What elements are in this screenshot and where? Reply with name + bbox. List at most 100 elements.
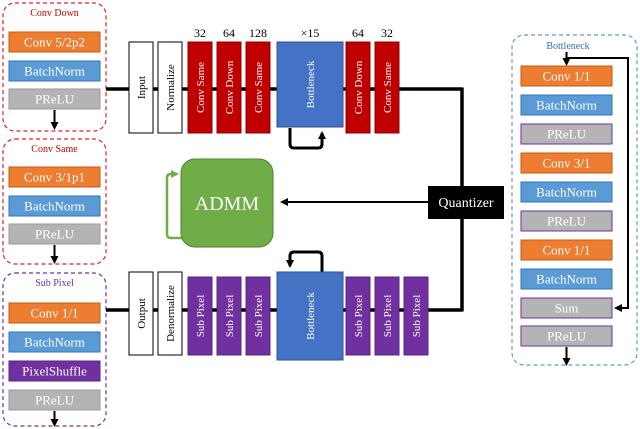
decoder-sub-pixel-6-label: Sub Pixel (411, 295, 423, 337)
legend-bottleneck-title: Bottleneck (546, 41, 589, 52)
legend-sub-pixel-batchnorm-label: BatchNorm (24, 335, 85, 350)
legend-bottleneck-conv-3-label: Conv 1/1 (542, 243, 590, 258)
legend-sub-pixel-prelu (8, 389, 101, 411)
legend-bottleneck-batchnorm-1-label: BatchNorm (536, 98, 597, 113)
channel-label-64-a: 64 (223, 26, 235, 40)
decoder-sub-pixel-4-label: Sub Pixel (353, 295, 365, 337)
legend-conv-down-conv (8, 31, 101, 53)
legend-sub-pixel: Sub Pixel Conv 1/1 BatchNorm PixelShuffl… (2, 272, 107, 427)
legend-bottleneck-conv-1-label: Conv 1/1 (542, 69, 590, 84)
legend-conv-same: Conv Same Conv 3/1p1 BatchNorm PReLU (2, 138, 107, 265)
legend-conv-same-frame (2, 138, 107, 265)
encoder-input-block (128, 41, 154, 134)
legend-bottleneck-prelu-3-label: PReLU (547, 329, 587, 344)
decoder-sub-pixel-2-label: Sub Pixel (224, 295, 236, 337)
decoder-sub-pixel-1-label: Sub Pixel (195, 295, 207, 337)
legend-bottleneck-prelu-3 (520, 325, 613, 347)
legend-conv-down-batchnorm (8, 60, 101, 82)
decoder-output-block (128, 271, 154, 356)
channel-label-64-b: 64 (352, 26, 364, 40)
legend-conv-same-conv-label: Conv 3/1p1 (24, 170, 85, 185)
encoder-conv-down-1-label: Conv Down (224, 60, 236, 114)
legend-conv-same-batchnorm-label: BatchNorm (24, 199, 85, 214)
legend-bottleneck-frame (511, 34, 638, 366)
encoder-bottleneck-block (276, 41, 344, 128)
legend-sub-pixel-conv (8, 302, 101, 324)
encoder-conv-down-2 (345, 41, 371, 134)
decoder-sub-pixel-3 (245, 276, 271, 356)
encoder-normalize-label: Normalize (165, 64, 177, 111)
encoder-conv-same-2 (245, 41, 271, 134)
quantizer-label: Quantizer (438, 196, 494, 211)
decoder-denormalize-block (157, 271, 183, 356)
encoder-conv-same-3-label: Conv Same (382, 62, 394, 113)
legend-sub-pixel-conv-label: Conv 1/1 (30, 306, 78, 321)
decoder-bottleneck-loop (286, 250, 324, 272)
legend-sub-pixel-pixelshuffle-label: PixelShuffle (22, 364, 87, 379)
decoder-sub-pixel-3-label: Sub Pixel (253, 295, 265, 337)
legend-bottleneck-batchnorm-3-label: BatchNorm (536, 272, 597, 287)
legend-sub-pixel-title: Sub Pixel (35, 278, 74, 289)
encoder-conv-down-1 (216, 41, 242, 134)
encoder-conv-same-1 (187, 41, 213, 134)
legend-conv-same-prelu-label: PReLU (35, 227, 75, 242)
legend-bottleneck-batchnorm-1 (520, 94, 613, 116)
admm-block (180, 158, 274, 248)
legend-bottleneck-batchnorm-2 (520, 181, 613, 203)
legend-conv-down-prelu (8, 88, 101, 110)
decoder-denormalize-label: Denormalize (165, 285, 177, 342)
legend-bottleneck-prelu-2 (520, 210, 613, 232)
encoder-conv-down-2-label: Conv Down (353, 60, 365, 114)
legend-conv-down-prelu-label: PReLU (35, 92, 75, 107)
legend-bottleneck-conv-2-label: Conv 3/1 (542, 156, 590, 171)
legend-conv-down: Conv Down Conv 5/2p2 BatchNorm PReLU (2, 2, 107, 132)
legend-sub-pixel-batchnorm (8, 331, 101, 353)
decoder-sub-pixel-2 (216, 276, 242, 356)
legend-bottleneck-batchnorm-3 (520, 268, 613, 290)
legend-sub-pixel-frame (2, 272, 107, 427)
legend-bottleneck-conv-1 (520, 65, 613, 87)
decoder-sub-pixel-5 (374, 276, 400, 356)
legend-conv-down-batchnorm-label: BatchNorm (24, 64, 85, 79)
admm-loop (165, 170, 182, 240)
quantizer-node: Quantizer (428, 186, 504, 219)
encoder-conv-same-2-label: Conv Same (253, 62, 265, 113)
decoder: Output Denormalize Sub Pixel Sub Pixel S… (128, 271, 429, 361)
encoder-normalize-block (157, 41, 183, 134)
legend-bottleneck-sum (520, 297, 613, 319)
quantizer-block (428, 186, 504, 219)
legend-bottleneck: Bottleneck Conv 1/1 BatchNorm PReLU Conv… (511, 34, 638, 366)
legend-sub-pixel-pixelshuffle (8, 360, 101, 382)
legend-bottleneck-prelu-1 (520, 123, 613, 145)
legend-bottleneck-batchnorm-2-label: BatchNorm (536, 185, 597, 200)
legend-sub-pixel-prelu-label: PReLU (35, 393, 75, 408)
channel-label-128: 128 (249, 26, 267, 40)
decoder-output-label: Output (136, 298, 148, 329)
decoder-bottleneck-label: Bottleneck (305, 292, 317, 340)
decoder-bottleneck-block (276, 271, 344, 361)
legend-conv-same-title: Conv Same (31, 144, 78, 155)
channel-label-x15: ×15 (301, 26, 320, 40)
legend-conv-same-prelu (8, 223, 101, 245)
encoder-bottleneck-label: Bottleneck (305, 60, 317, 108)
channel-label-32-b: 32 (381, 26, 393, 40)
legend-conv-same-batchnorm (8, 195, 101, 217)
decoder-sub-pixel-4 (345, 276, 371, 356)
legend-bottleneck-conv-2 (520, 152, 613, 174)
encoder-conv-same-1-label: Conv Same (195, 62, 207, 113)
admm-node: ADMM (180, 158, 274, 248)
admm-label: ADMM (195, 193, 260, 215)
encoder: Input Normalize Conv Same Conv Down Conv… (128, 26, 400, 134)
legend-conv-down-title: Conv Down (30, 8, 79, 19)
legend-conv-same-conv (8, 166, 101, 188)
decoder-sub-pixel-5-label: Sub Pixel (382, 295, 394, 337)
legend-bottleneck-sum-label: Sum (555, 301, 579, 316)
channel-label-32-a: 32 (194, 26, 206, 40)
legend-bottleneck-prelu-2-label: PReLU (547, 214, 587, 229)
legend-conv-down-frame (2, 2, 107, 132)
encoder-bottleneck-loop (288, 128, 326, 150)
legend-bottleneck-prelu-1-label: PReLU (547, 127, 587, 142)
encoder-conv-same-3 (374, 41, 400, 134)
encoder-input-label: Input (136, 76, 148, 99)
